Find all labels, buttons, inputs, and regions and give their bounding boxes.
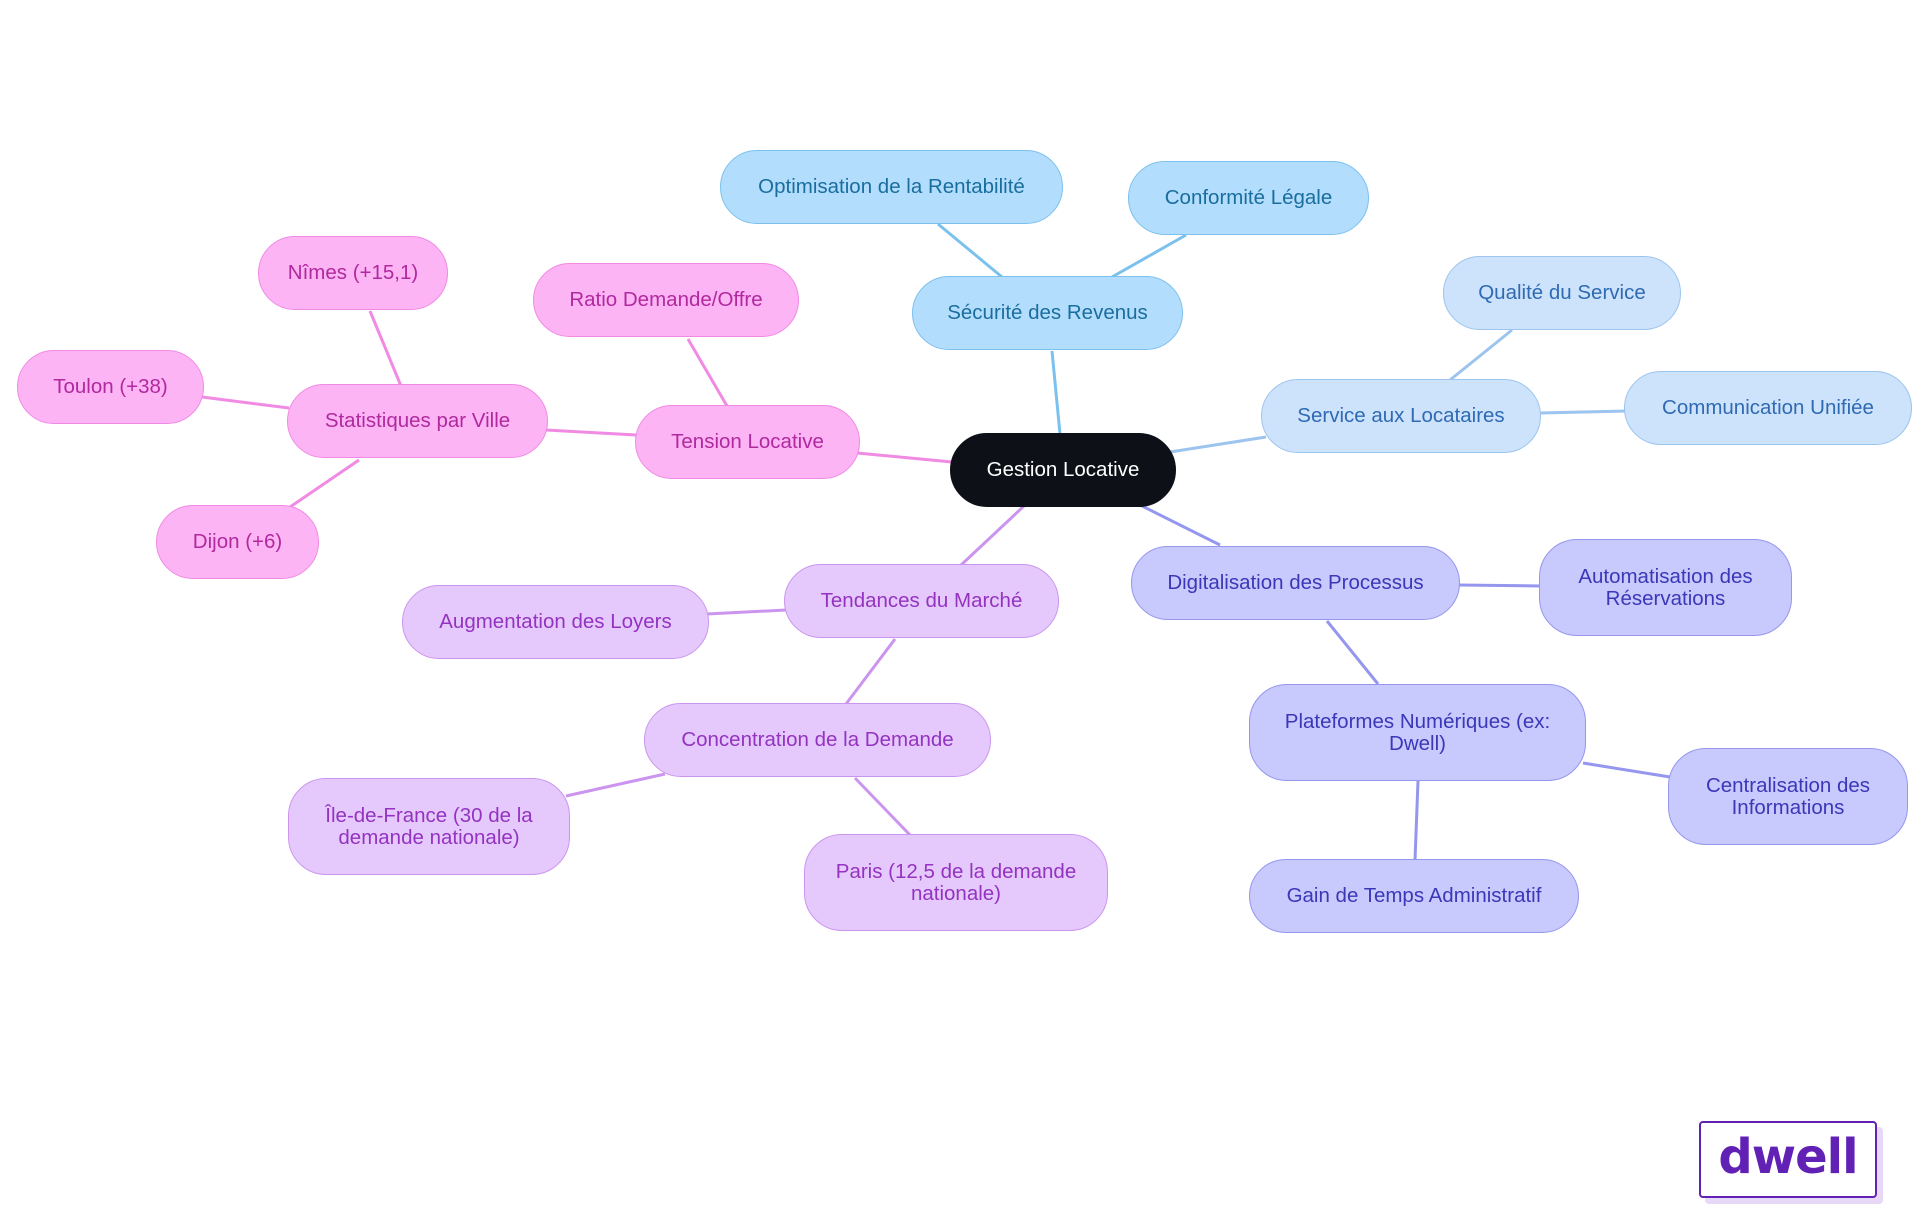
node-tendances-marche: Tendances du Marché (784, 564, 1059, 638)
edge-stats-dijon (289, 458, 360, 509)
edge-digital-plateformes (1325, 620, 1380, 685)
edge-concentration-idf (565, 772, 666, 798)
node-optimisation-rentabilite: Optimisation de la Rentabilité (720, 150, 1063, 224)
edge-plateformes-gain (1413, 780, 1420, 861)
edge-root-digital (1139, 503, 1221, 547)
node-statistiques-ville: Statistiques par Ville (287, 384, 548, 458)
node-tension-locative: Tension Locative (635, 405, 860, 479)
edge-service-communication (1539, 409, 1628, 415)
node-toulon: Toulon (+38) (17, 350, 204, 424)
node-conformite-legale: Conformité Légale (1128, 161, 1369, 235)
node-paris: Paris (12,5 de la demande nationale) (804, 834, 1108, 931)
edge-concentration-paris (853, 776, 912, 837)
node-automatisation-reservations: Automatisation des Réservations (1539, 539, 1792, 636)
edge-plateformes-centralisation (1582, 761, 1671, 779)
edge-root-tension (856, 451, 953, 464)
node-augmentation-loyers: Augmentation des Loyers (402, 585, 709, 659)
node-ratio-demande-offre: Ratio Demande/Offre (533, 263, 799, 337)
edge-securite-optimisation (937, 222, 1003, 279)
node-dijon: Dijon (+6) (156, 505, 319, 579)
edge-tension-stats (545, 428, 637, 437)
node-plateformes-numeriques: Plateformes Numériques (ex: Dwell) (1249, 684, 1586, 781)
node-service-locataires: Service aux Locataires (1261, 379, 1541, 453)
node-concentration-demande: Concentration de la Demande (644, 703, 991, 777)
edge-root-securite (1050, 350, 1062, 435)
node-qualite-service: Qualité du Service (1443, 256, 1681, 330)
node-communication-unifiee: Communication Unifiée (1624, 371, 1912, 445)
edge-stats-toulon (201, 395, 290, 410)
node-root: Gestion Locative (950, 433, 1176, 507)
edge-digital-automatisation (1457, 583, 1542, 588)
node-securite-revenus: Sécurité des Revenus (912, 276, 1183, 350)
edge-tendances-concentration (844, 638, 897, 705)
node-ile-de-france: Île-de-France (30 de la demande national… (288, 778, 570, 875)
node-centralisation-informations: Centralisation des Informations (1668, 748, 1908, 845)
edge-securite-conformite (1111, 233, 1187, 279)
node-nimes: Nîmes (+15,1) (258, 236, 448, 310)
node-gain-temps: Gain de Temps Administratif (1249, 859, 1579, 933)
dwell-logo: dwell (1699, 1121, 1877, 1198)
edge-tendances-augmentation (706, 608, 787, 616)
edge-service-qualite (1449, 328, 1513, 382)
edge-root-tendances (958, 503, 1027, 568)
edge-root-service (1169, 435, 1267, 454)
edge-tension-ratio (686, 338, 729, 407)
node-digitalisation-processus: Digitalisation des Processus (1131, 546, 1460, 620)
edge-stats-nimes (368, 310, 403, 387)
